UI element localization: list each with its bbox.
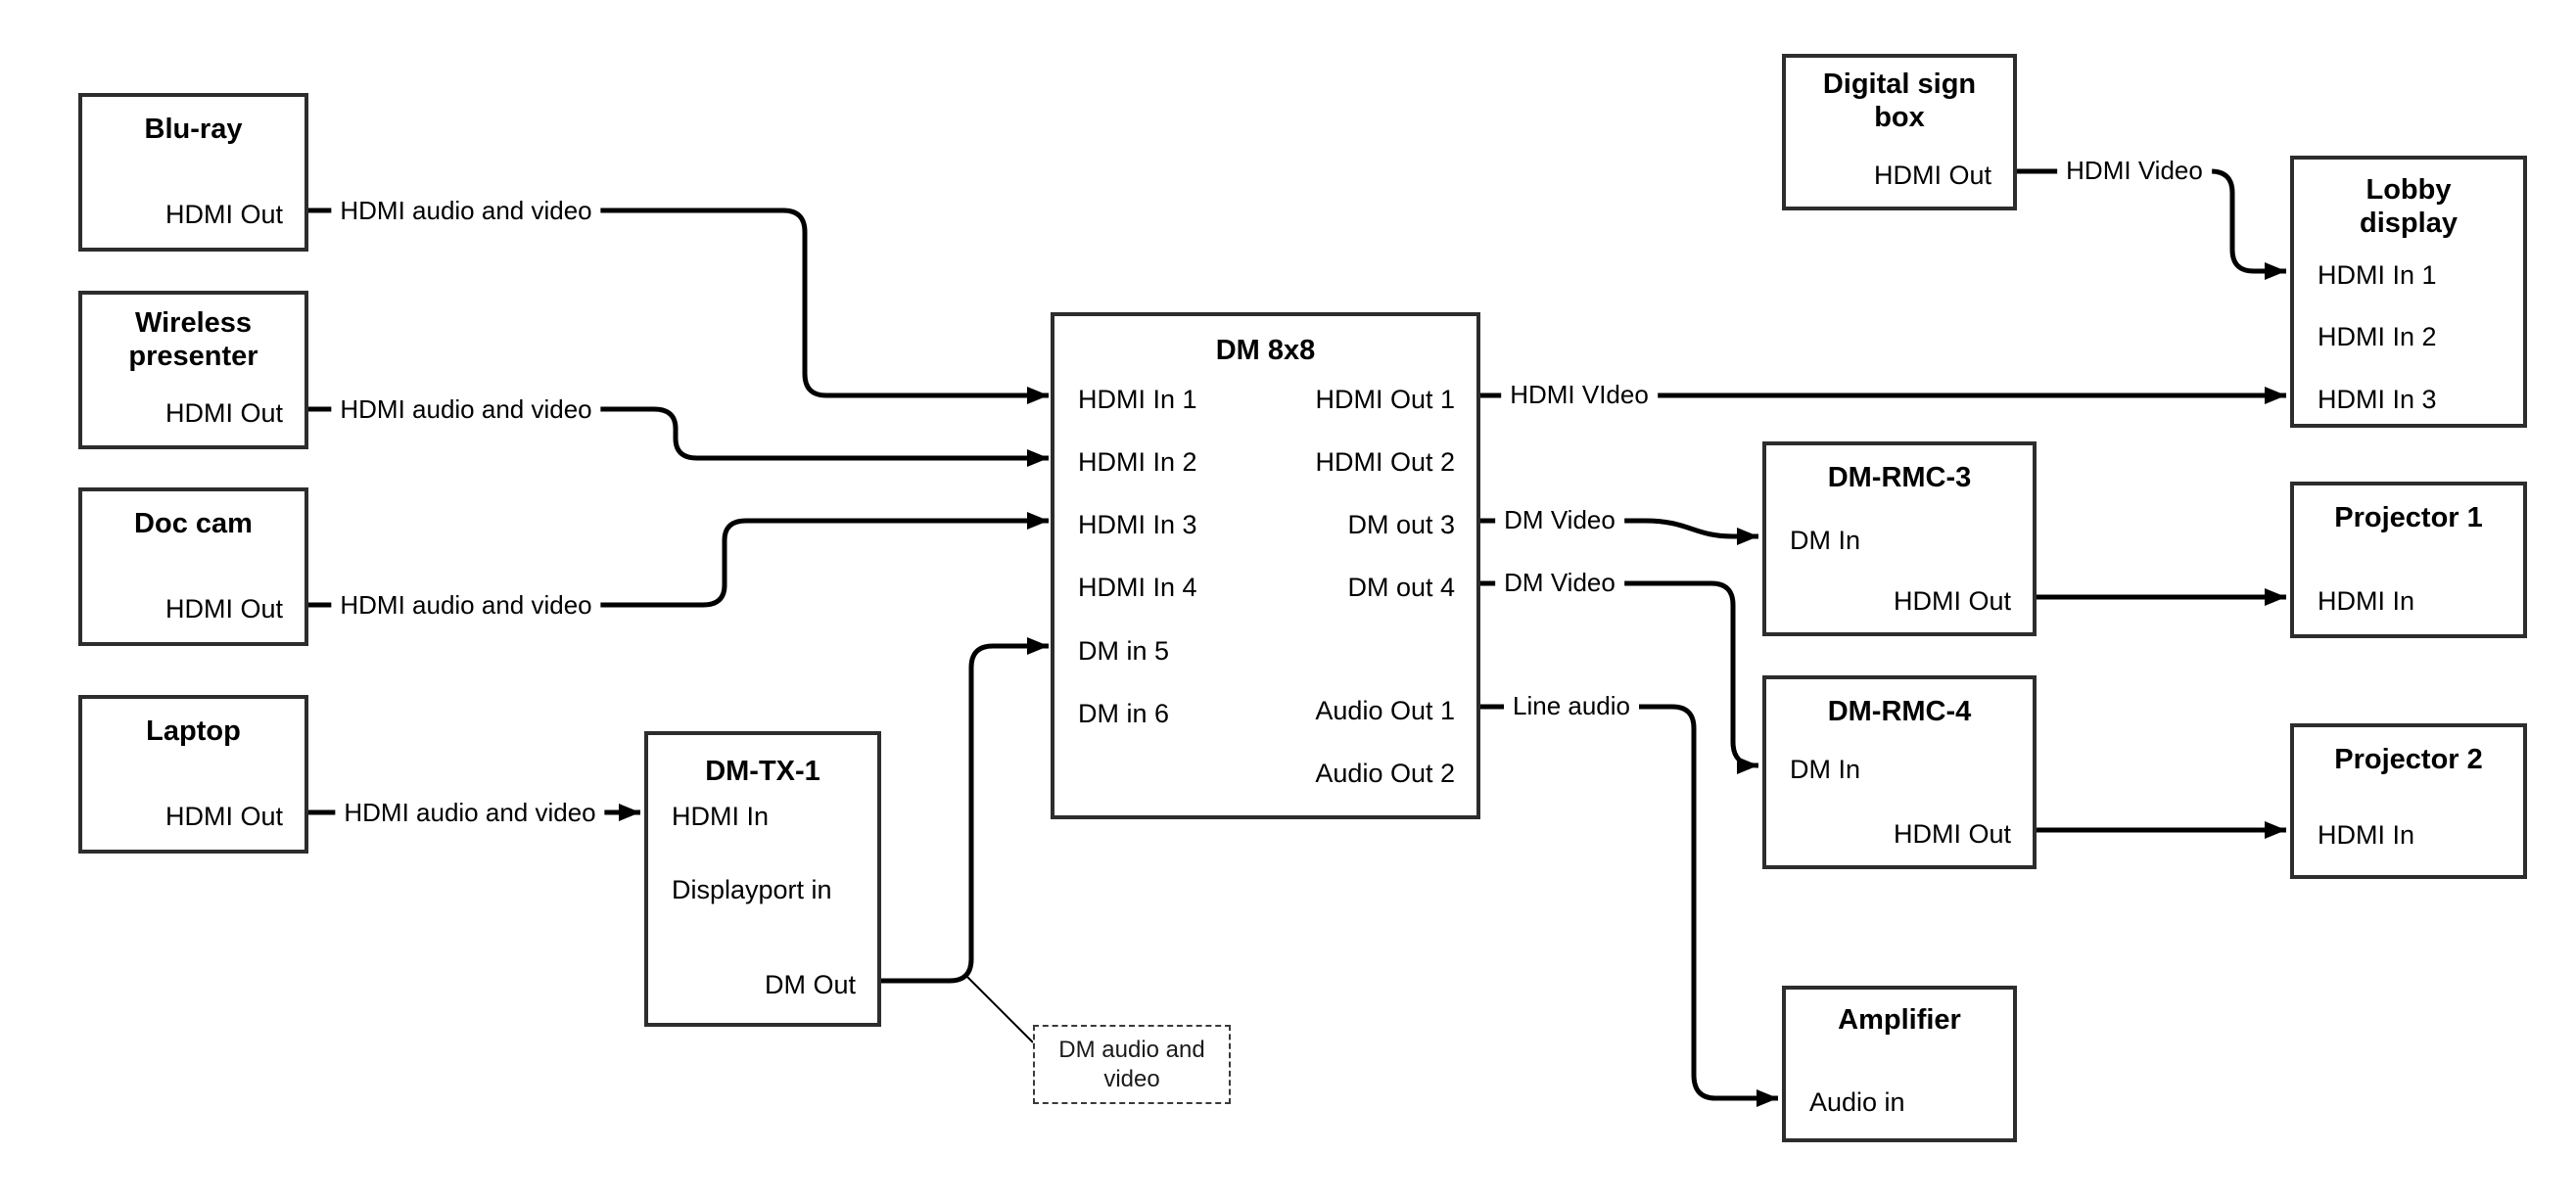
edge-dm8x8-audio-out-1-to-amplifier[interactable]: [1480, 704, 1778, 1107]
node-title: Projector 1: [2334, 502, 2483, 533]
node-title: DM-TX-1: [705, 756, 820, 787]
edge-label-hdmi-video-out1: HDMI VIdeo: [1501, 380, 1658, 409]
edge-label-dm-video-out3: DM Video: [1495, 505, 1624, 534]
node-title: Digital sign box: [1822, 69, 1977, 133]
port-hdmi-out: HDMI Out: [164, 802, 283, 831]
node-digital-sign-box[interactable]: Digital sign box HDMI Out: [1782, 54, 2017, 210]
port-audio-out-1: Audio Out 1: [1315, 696, 1455, 725]
port-hdmi-in-3: HDMI In 3: [2318, 385, 2437, 414]
edge-digitalsign-to-lobby-hdmi-in-1[interactable]: [2017, 168, 2286, 280]
edge-label-hdmi-audio-video-1: HDMI audio and video: [331, 196, 601, 225]
port-hdmi-in-3: HDMI In 3: [1078, 510, 1197, 539]
port-hdmi-out: HDMI Out: [1873, 161, 1991, 190]
edge-dm8x8-dm-out-4-to-dmrmc4-dm-in[interactable]: [1480, 580, 1759, 774]
node-title: Projector 2: [2334, 744, 2483, 775]
edge-bluray-to-dm8x8-hdmi-in-1[interactable]: [308, 208, 1049, 404]
node-dm-rmc-3[interactable]: DM-RMC-3 DM In HDMI Out: [1762, 441, 2037, 636]
node-laptop[interactable]: Laptop HDMI Out: [78, 695, 308, 854]
node-title: DM-RMC-3: [1827, 462, 1972, 493]
node-doc-cam[interactable]: Doc cam HDMI Out: [78, 487, 308, 646]
edge-dm8x8-dm-out-3-to-dmrmc3-dm-in[interactable]: [1480, 518, 1758, 545]
port-hdmi-in: HDMI In: [2318, 586, 2415, 616]
edge-doccam-to-dm8x8-hdmi-in-3[interactable]: [308, 512, 1049, 608]
port-hdmi-out: HDMI Out: [1893, 586, 2011, 616]
port-hdmi-out-2: HDMI Out 2: [1315, 447, 1455, 477]
node-dm-tx-1[interactable]: DM-TX-1 HDMI In Displayport in DM Out: [644, 731, 881, 1027]
port-dm-out: DM Out: [764, 970, 856, 999]
edge-label-hdmi-video-sign: HDMI Video: [2057, 156, 2212, 185]
port-hdmi-out: HDMI Out: [164, 594, 283, 624]
node-title: DM 8x8: [1215, 335, 1316, 366]
node-title: Amplifier: [1838, 1004, 1961, 1036]
callout-leader-line: [966, 976, 1034, 1043]
port-displayport-in: Displayport in: [672, 875, 832, 904]
port-dm-in: DM In: [1790, 755, 1861, 784]
port-dm-in-5: DM in 5: [1078, 636, 1170, 666]
node-amplifier[interactable]: Amplifier Audio in: [1782, 986, 2017, 1142]
callout-dm-audio-and-video[interactable]: DM audio and video: [1033, 1025, 1231, 1104]
edge-label-dm-video-out4: DM Video: [1495, 568, 1624, 597]
port-audio-in: Audio in: [1809, 1087, 1905, 1117]
node-wireless-presenter[interactable]: Wireless presenter HDMI Out: [78, 291, 308, 449]
edge-label-hdmi-audio-video-4: HDMI audio and video: [335, 798, 605, 827]
node-title: Blu-ray: [144, 114, 243, 145]
node-title: Lobby display: [2360, 174, 2458, 239]
port-hdmi-out-1: HDMI Out 1: [1315, 385, 1455, 414]
port-hdmi-in-1: HDMI In 1: [1078, 385, 1197, 414]
port-dm-in: DM In: [1790, 526, 1861, 555]
port-hdmi-out: HDMI Out: [1893, 819, 2011, 849]
node-bluray[interactable]: Blu-ray HDMI Out: [78, 93, 308, 252]
port-dm-out-4: DM out 4: [1347, 573, 1455, 602]
port-hdmi-in-4: HDMI In 4: [1078, 573, 1197, 602]
edge-wireless-to-dm8x8-hdmi-in-2[interactable]: [308, 406, 1049, 467]
port-audio-out-2: Audio Out 2: [1315, 759, 1455, 788]
edge-label-hdmi-audio-video-3: HDMI audio and video: [331, 590, 601, 620]
port-hdmi-in: HDMI In: [672, 802, 770, 831]
edge-label-hdmi-audio-video-2: HDMI audio and video: [331, 394, 601, 424]
edge-label-line-audio: Line audio: [1504, 691, 1639, 720]
port-hdmi-in-1: HDMI In 1: [2318, 260, 2437, 290]
port-hdmi-out: HDMI Out: [164, 398, 283, 428]
port-hdmi-in: HDMI In: [2318, 820, 2415, 850]
port-hdmi-out: HDMI Out: [164, 200, 283, 229]
node-title: Wireless presenter: [128, 307, 258, 372]
port-dm-in-6: DM in 6: [1078, 699, 1170, 728]
node-projector-2[interactable]: Projector 2 HDMI In: [2290, 723, 2527, 879]
node-lobby-display[interactable]: Lobby display HDMI In 1 HDMI In 2 HDMI I…: [2290, 156, 2527, 428]
port-hdmi-in-2: HDMI In 2: [1078, 447, 1197, 477]
port-hdmi-in-2: HDMI In 2: [2318, 322, 2437, 351]
node-title: Doc cam: [134, 508, 253, 539]
port-dm-out-3: DM out 3: [1347, 510, 1455, 539]
node-projector-1[interactable]: Projector 1 HDMI In: [2290, 482, 2527, 638]
edge-dmtx1-dmout-to-dm8x8-dm-in-5[interactable]: [881, 637, 1049, 984]
node-dm-8x8[interactable]: DM 8x8 HDMI In 1 HDMI In 2 HDMI In 3 HDM…: [1051, 312, 1480, 819]
node-title: Laptop: [146, 716, 241, 747]
node-title: DM-RMC-4: [1827, 696, 1972, 727]
node-dm-rmc-4[interactable]: DM-RMC-4 DM In HDMI Out: [1762, 675, 2037, 869]
